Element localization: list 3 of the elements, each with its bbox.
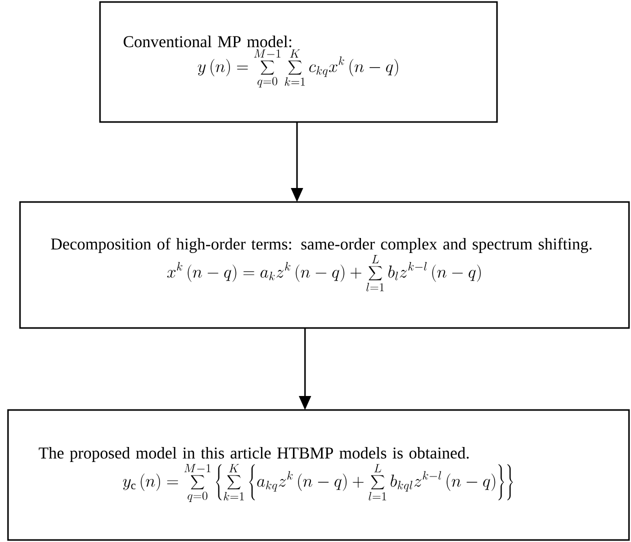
process-box: The proposed model in this article HTBMP models is obtained. $y_{\mathrm{c}}\left(n\right)=\sum_{q=0}^{M-1}\left\{\sum_{k=1}^{K}\left\{a_{kq}z^{k}\left(n-q\right)+\sum_{l=1}^{L}b_{kql}z^{k-l}\left(n-q\right)\right\}\right\}$: [7, 409, 630, 541]
process-box: Conventional MP model: $y\left(n\right)=\sum_{q=0}^{M-1}\sum_{k=1}^{K}c_{kq}x^{k}\left(n-q\right)$: [99, 1, 498, 123]
process-box: Decomposition of high-order terms: same-order complex and spectrum shifting. $x^{k}\left(n-q\right)=a_{k}z^{k}\left(n-q\right)+\sum_{l=1}^{L}b_{l}z^{k-l}\left(n-q\right)$: [19, 201, 630, 329]
